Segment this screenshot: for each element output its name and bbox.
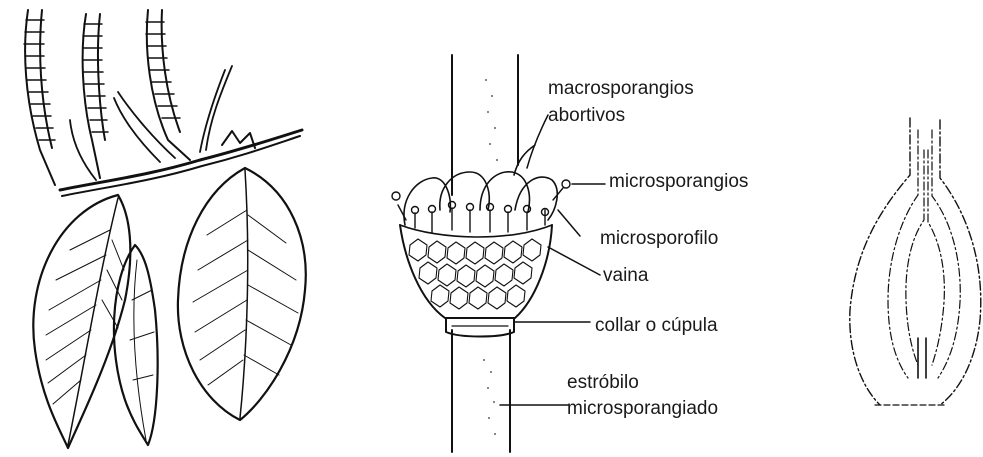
strobilus-detail-illustration [392,55,570,452]
microsporangia-pins [392,180,570,232]
section-detail-illustration [850,118,981,405]
label-strobilus-line1: estróbilo [567,372,639,394]
label-microsporophyll: microsporofilo [600,228,718,250]
label-strobilus-line2: microsporangiado [567,398,718,420]
sheath-hex-pattern [409,239,541,309]
label-microsporangia: microsporangios [609,171,748,193]
label-collar: collar o cúpula [595,315,718,337]
label-macrosporangia-line1: macrosporangios [548,78,694,100]
label-sheath: vaina [603,265,648,287]
leader-lines [500,115,605,405]
leaf-group [33,168,305,448]
plant-branch-illustration [24,10,306,448]
label-macrosporangia-line2: abortivos [548,105,625,127]
